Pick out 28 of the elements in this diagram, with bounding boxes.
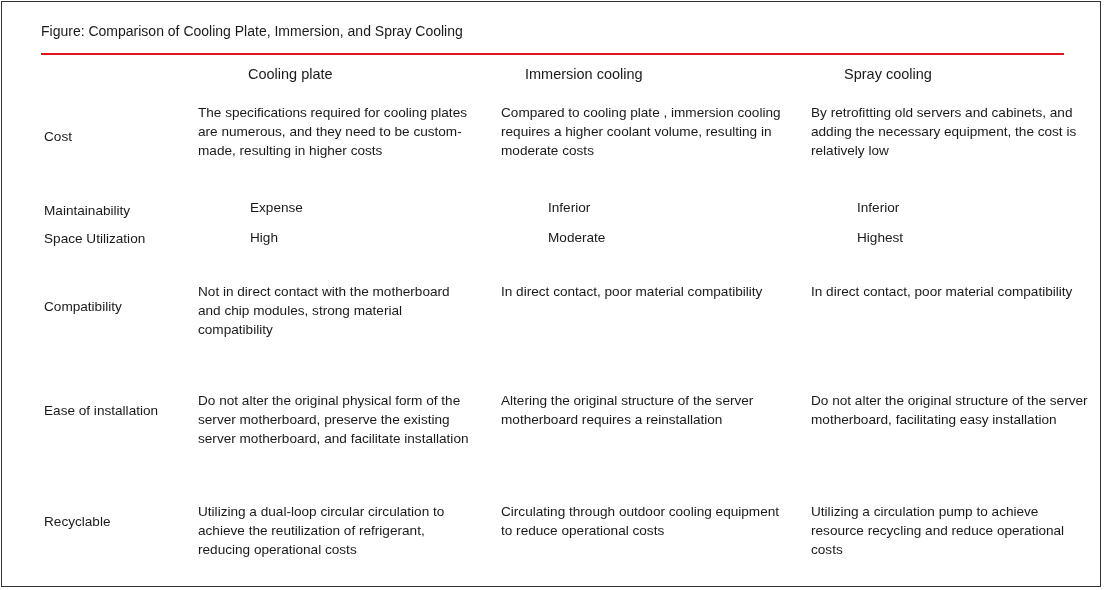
column-header: Spray cooling bbox=[844, 65, 933, 84]
row-header: Cost bbox=[44, 128, 73, 146]
table-cell-text: Moderate bbox=[548, 229, 607, 247]
table-cell-text: Circulating through outdoor cooling equipment to reduce operational costs bbox=[501, 503, 781, 540]
row-header: Recyclable bbox=[44, 513, 112, 531]
column-header: Immersion cooling bbox=[525, 65, 644, 84]
column-header: Cooling plate bbox=[248, 65, 334, 84]
row-header: Compatibility bbox=[44, 298, 123, 316]
row-header: Ease of installation bbox=[44, 402, 160, 420]
table-cell-text: Compared to cooling plate , immersion cooling requires a higher coolant volume, resulting in moderate costs bbox=[501, 104, 782, 160]
table-cell-text: Do not alter the original structure of the server motherboard, facilitating easy installation bbox=[811, 392, 1089, 429]
table-cell-text: Inferior bbox=[857, 199, 901, 217]
row-header: Space Utilization bbox=[44, 230, 147, 248]
row-header: Maintainability bbox=[44, 202, 132, 220]
table-cell-text: Not in direct contact with the motherboard and chip modules, strong material compatibility bbox=[198, 283, 451, 339]
table-cell-text: Utilizing a dual-loop circular circulation to achieve the reutilization of refrigerant, reducing operational costs bbox=[198, 503, 446, 559]
table-cell-text: High bbox=[250, 229, 279, 247]
table-cell-text: The specifications required for cooling plates are numerous, and they need to be custom-made, resulting in higher costs bbox=[198, 104, 468, 160]
table-cell-text: By retrofitting old servers and cabinets, and adding the necessary equipment, the cost is relatively low bbox=[811, 104, 1078, 160]
figure-title: Figure: Comparison of Cooling Plate, Immersion, and Spray Cooling bbox=[41, 22, 463, 40]
table-cell-text: In direct contact, poor material compatibility bbox=[811, 283, 1074, 301]
table-cell-text: Highest bbox=[857, 229, 905, 247]
table-cell-text: Do not alter the original physical form of the server motherboard, preserve the existing server motherboard, and facilitate installation bbox=[198, 392, 470, 448]
table-cell-text: Inferior bbox=[548, 199, 592, 217]
table-cell-text: In direct contact, poor material compatibility bbox=[501, 283, 764, 301]
table-cell-text: Expense bbox=[250, 199, 304, 217]
table-cell-text: Altering the original structure of the server motherboard requires a reinstallation bbox=[501, 392, 755, 429]
table-cell-text: Utilizing a circulation pump to achieve resource recycling and reduce operational costs bbox=[811, 503, 1066, 559]
